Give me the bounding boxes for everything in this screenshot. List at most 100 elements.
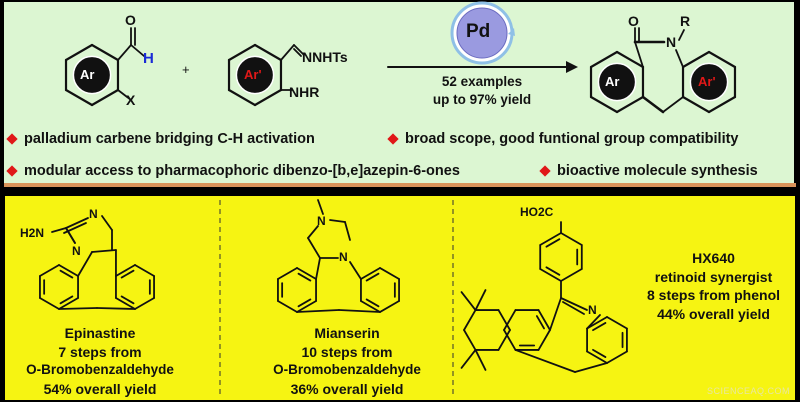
diamond-bullet-icon — [6, 165, 18, 177]
bond — [293, 48, 302, 57]
bond — [329, 219, 346, 223]
bond — [130, 44, 145, 57]
bond — [497, 309, 511, 331]
applications-panel — [5, 196, 795, 400]
bond — [586, 316, 608, 330]
ar-prime-ring — [235, 55, 275, 95]
diamond-bullet-icon — [6, 133, 18, 145]
caption-line: 7 steps from — [58, 343, 142, 360]
caption-line: O-Bromobenzaldehyde — [273, 362, 421, 377]
highlight-text: bioactive molecule synthesis — [557, 163, 758, 179]
bond — [641, 95, 665, 114]
bond — [560, 297, 588, 311]
r2-hydrazone: NNHTs — [302, 49, 348, 65]
product-ar-prime-ring — [689, 62, 729, 102]
bond — [338, 309, 381, 313]
bond — [253, 43, 283, 62]
bond — [59, 295, 74, 305]
caption-line: 36% overall yield — [290, 380, 404, 397]
bond — [65, 227, 76, 244]
bond — [681, 50, 711, 69]
bond — [117, 89, 132, 101]
bond — [120, 269, 135, 279]
bond — [360, 267, 381, 280]
r1-oxygen: O — [125, 12, 136, 28]
bond — [227, 88, 257, 107]
bond — [586, 314, 601, 330]
caption-line: 10 steps from — [301, 343, 393, 360]
bond — [51, 227, 67, 233]
bond — [296, 300, 317, 313]
bond — [539, 268, 562, 282]
ar-ring — [72, 55, 112, 95]
mianserin-caption: Mianserin 10 steps from O-Bromobenzaldeh… — [262, 324, 432, 398]
bond — [535, 315, 545, 330]
highlight-2: broad scope, good funtional group compat… — [386, 131, 739, 147]
bond — [280, 44, 295, 61]
p-oxygen: O — [628, 13, 639, 29]
bond — [58, 297, 79, 310]
bond — [474, 289, 487, 311]
highlight-text: broad scope, good funtional group compat… — [405, 131, 739, 147]
bond — [606, 350, 628, 364]
bond — [503, 309, 517, 331]
bond — [317, 199, 324, 215]
bond — [514, 349, 576, 373]
r1-x: X — [126, 92, 136, 108]
bond — [296, 267, 317, 280]
bond — [227, 43, 257, 62]
bond — [589, 95, 619, 114]
bond — [537, 329, 551, 351]
bond — [39, 264, 60, 277]
bond — [615, 50, 645, 69]
bond — [307, 237, 321, 259]
highlight-text: modular access to pharmacophoric dibenzo… — [24, 163, 460, 179]
bond — [681, 95, 711, 114]
bond — [39, 297, 60, 310]
diamond-bullet-icon — [387, 133, 399, 145]
bond — [545, 238, 561, 248]
bond — [592, 322, 607, 332]
product-ar-label: Ar — [605, 74, 620, 89]
bond — [90, 88, 120, 107]
bond — [134, 264, 155, 277]
reaction-arrow-icon — [566, 61, 578, 73]
plus-sign: + — [182, 62, 190, 77]
bond — [497, 329, 511, 351]
bond — [297, 298, 312, 308]
r1-hydrogen: H — [143, 50, 154, 67]
mianserin-n1: N — [317, 214, 326, 228]
diamond-bullet-icon — [539, 165, 551, 177]
bond — [315, 257, 321, 280]
bond — [560, 268, 583, 282]
bond — [277, 300, 298, 313]
bond — [77, 251, 93, 277]
bond — [586, 350, 608, 364]
bond — [634, 41, 644, 68]
bond — [460, 349, 477, 369]
bond — [90, 43, 120, 62]
bond — [662, 96, 684, 113]
bond — [707, 95, 737, 114]
bond — [460, 291, 477, 311]
bond — [537, 309, 551, 331]
bond — [96, 307, 136, 310]
bond — [134, 297, 155, 310]
ar-prime-label: Ar' — [244, 67, 262, 82]
bond — [615, 95, 645, 114]
bond — [503, 329, 517, 351]
bond — [360, 300, 381, 313]
bond — [277, 267, 298, 280]
caption-line: 54% overall yield — [43, 380, 157, 397]
bond — [678, 29, 685, 41]
bond — [58, 307, 98, 310]
epinastine-caption: Epinastine 7 steps from O-Bromobenzaldeh… — [20, 324, 180, 398]
caption-line: 44% overall yield — [657, 305, 770, 322]
bond — [606, 316, 628, 330]
separator — [4, 183, 796, 187]
highlight-3: modular access to pharmacophoric dibenzo… — [5, 163, 460, 179]
bond — [365, 272, 380, 282]
bond — [379, 267, 400, 280]
bond — [379, 300, 400, 313]
